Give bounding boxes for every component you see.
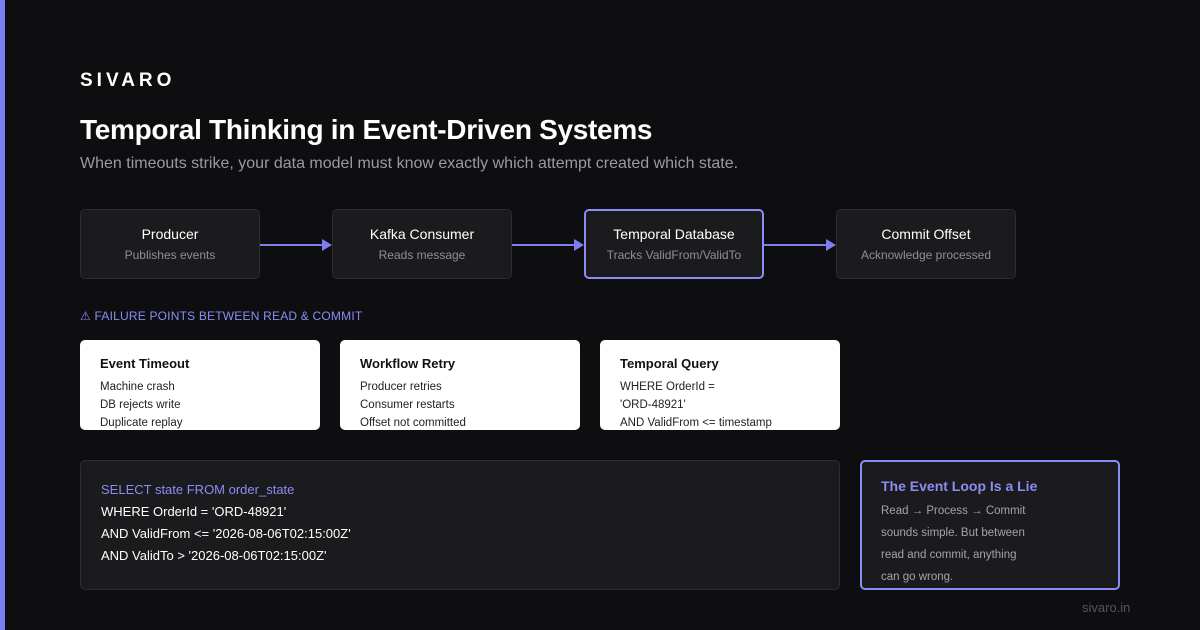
failure-card-temporal-query: Temporal Query WHERE OrderId = 'ORD-4892…: [600, 340, 840, 430]
card-line: WHERE OrderId =: [620, 381, 715, 393]
sql-line: AND ValidFrom <= '2026-08-06T02:15:00Z': [101, 526, 351, 541]
sql-line: AND ValidTo > '2026-08-06T02:15:00Z': [101, 548, 327, 563]
flow-step-commit-offset: Commit Offset Acknowledge processed: [836, 209, 1016, 279]
card-title: Event Timeout: [100, 356, 190, 371]
flow-step-temporal-database: Temporal Database Tracks ValidFrom/Valid…: [584, 209, 764, 279]
flow-step-subtitle: Publishes events: [124, 248, 216, 262]
failure-points-heading: ⚠ FAILURE POINTS BETWEEN READ & COMMIT: [80, 309, 363, 323]
flow-step-kafka-consumer: Kafka Consumer Reads message: [332, 209, 512, 279]
card-line: Duplicate replay: [100, 417, 183, 429]
flow-step-title: Kafka Consumer: [369, 226, 475, 242]
card-line: Machine crash: [100, 381, 175, 393]
failure-card-event-timeout: Event Timeout Machine crash DB rejects w…: [80, 340, 320, 430]
card-line: 'ORD-48921': [620, 399, 686, 411]
card-line: Consumer restarts: [360, 399, 455, 411]
flow-step-title: Commit Offset: [881, 226, 971, 242]
flow-step-subtitle: Tracks ValidFrom/ValidTo: [606, 248, 742, 262]
flow-arrow: [512, 239, 584, 251]
note-line: can go wrong.: [881, 571, 954, 583]
card-title: Workflow Retry: [360, 356, 456, 371]
page-subtitle: When timeouts strike, your data model mu…: [80, 155, 739, 172]
footer-url: sivaro.in: [1082, 600, 1131, 615]
note-title: The Event Loop Is a Lie: [881, 478, 1038, 494]
event-loop-note: The Event Loop Is a Lie Read → Process →…: [860, 460, 1120, 590]
flow-step-subtitle: Reads message: [378, 248, 466, 262]
flow-arrow: [764, 239, 836, 251]
failure-card-workflow-retry: Workflow Retry Producer retries Consumer…: [340, 340, 580, 430]
sql-line: WHERE OrderId = 'ORD-48921': [101, 504, 287, 519]
flow-step-title: Producer: [141, 226, 199, 242]
card-line: DB rejects write: [100, 399, 181, 411]
accent-bar: [0, 0, 5, 630]
page-title: Temporal Thinking in Event-Driven System…: [80, 114, 653, 145]
sql-query-block: SELECT state FROM order_state WHERE Orde…: [80, 460, 840, 590]
card-line: AND ValidFrom <= timestamp: [620, 417, 772, 429]
brand-logo: SIVARO: [80, 70, 176, 91]
flow-arrow: [260, 239, 332, 251]
flow-step-title: Temporal Database: [613, 226, 735, 242]
sql-line: SELECT state FROM order_state: [101, 482, 295, 497]
note-line: read and commit, anything: [881, 549, 1017, 561]
card-line: Producer retries: [360, 381, 442, 393]
flow-step-subtitle: Acknowledge processed: [860, 248, 992, 262]
note-line: sounds simple. But between: [881, 527, 1025, 539]
card-title: Temporal Query: [620, 356, 719, 371]
flow-step-producer: Producer Publishes events: [80, 209, 260, 279]
note-line: Read → Process → Commit: [881, 505, 1026, 517]
card-line: Offset not committed: [360, 417, 466, 429]
